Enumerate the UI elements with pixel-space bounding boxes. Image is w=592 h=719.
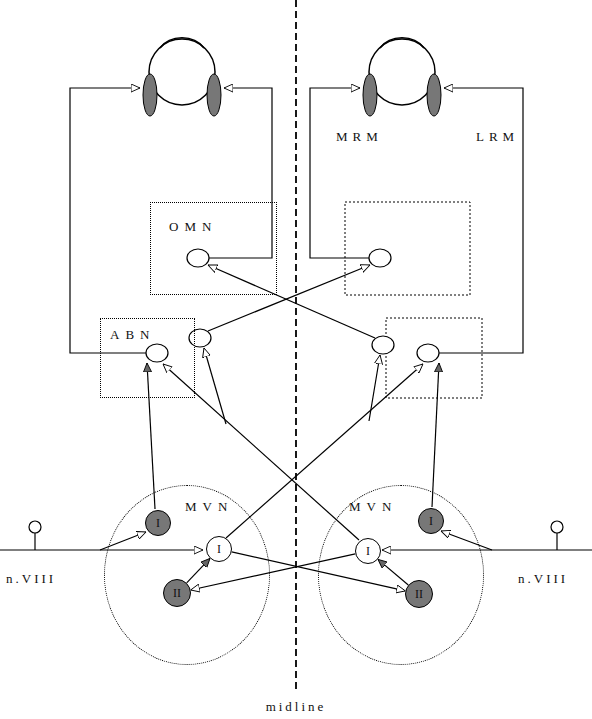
nucleus-name: MVN [185,500,233,513]
neuron-circle: I [355,538,381,564]
nucleus-name: ABN [110,328,155,341]
motor-neuron [369,249,391,267]
motor-nerve [209,88,272,258]
neuron-circle: I [145,510,171,536]
nucleus-ellipse: MVNIIII [318,485,484,665]
neuron-type: I [419,515,443,527]
nucleus-name: OMN [169,220,217,233]
interneuron [372,336,394,354]
axon-line [147,363,155,509]
motor-neuron [187,249,209,267]
eye-muscle [143,74,157,116]
motor-nerve [310,88,369,258]
motor-nerve [70,88,146,353]
neuron-circle: II [163,579,191,607]
motor-neuron [417,344,439,362]
nerve-label: n.VIII [6,572,56,585]
motor-nerve [439,88,523,353]
midline [295,0,297,692]
nucleus-box [345,202,470,295]
ganglion-stalk [556,533,557,550]
axon-line [208,265,375,338]
nucleus-ellipse: MVNIIII [104,485,270,665]
ganglion-cell [29,521,41,533]
neuron-type: II [406,588,432,600]
vestibular-nerve [100,532,146,550]
eyeball [369,39,435,105]
muscle-label: LRM [476,130,519,143]
neuron-type: I [207,543,231,555]
eye-muscle [363,74,377,116]
axon-line [369,355,380,421]
ganglion-stalk [34,533,35,550]
synaptic-connection [378,559,408,585]
eye-muscle [427,74,441,116]
muscle-label: MRM [336,130,383,143]
midline-label: midline [266,700,327,713]
nucleus-name: MVN [349,500,397,513]
synaptic-connection [187,558,210,582]
vestibular-nerve [382,549,592,550]
eyeball [149,39,215,105]
cornea [380,38,424,48]
axon-line [163,364,359,540]
nucleus-box: ABN [100,318,195,398]
neuron-type: I [356,545,380,557]
axon-line [204,348,226,424]
nucleus-box: OMN [150,202,277,295]
motor-neuron [146,344,168,362]
interneuron [189,329,211,347]
axon-line [432,363,439,507]
neuron-type: II [164,587,190,599]
nerve-label: n.VIII [518,572,568,585]
nucleus-box [386,318,482,398]
axon-line [226,364,423,538]
neuron-circle: I [206,536,232,562]
synaptic-connection [191,554,356,590]
neuron-circle: II [405,580,433,608]
eye-muscle [207,74,221,116]
axon-line [208,265,370,331]
cornea [160,38,204,48]
ganglion-cell [551,521,563,533]
neuron-circle: I [418,508,444,534]
neuron-type: I [146,517,170,529]
synaptic-connection [232,552,406,591]
vestibular-nerve [441,531,492,550]
